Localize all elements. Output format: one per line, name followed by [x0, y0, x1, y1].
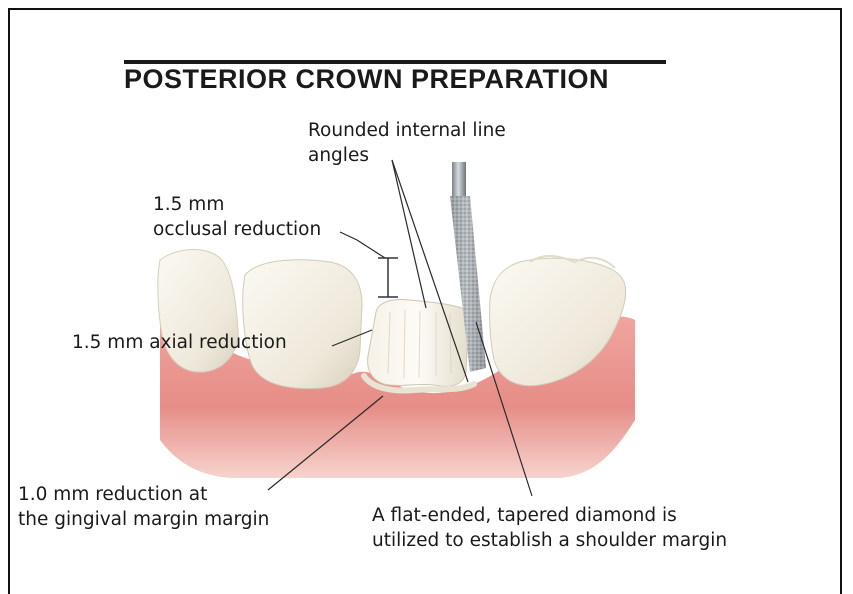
label-line: the gingival margin margin: [18, 507, 269, 532]
label-axial-reduction: 1.5 mm axial reduction: [72, 330, 287, 355]
label-line: occlusal reduction: [153, 217, 321, 242]
label-line: angles: [308, 143, 506, 168]
label-line: Rounded internal line: [308, 118, 506, 143]
left-premolar: [243, 260, 362, 389]
label-line: A flat-ended, tapered diamond is: [372, 503, 727, 528]
label-line: utilized to establish a shoulder margin: [372, 528, 727, 553]
label-line: 1.5 mm axial reduction: [72, 330, 287, 355]
label-internal-line-angles: Rounded internal line angles: [308, 118, 506, 168]
leader-internal-angle-1: [392, 160, 426, 308]
label-diamond-bur: A flat-ended, tapered diamond is utilize…: [372, 503, 727, 553]
leader-occlusal: [340, 232, 385, 258]
occlusal-reduction-bracket: [378, 258, 398, 297]
label-gingival-reduction: 1.0 mm reduction at the gingival margin …: [18, 482, 269, 532]
diagram-title: POSTERIOR CROWN PREPARATION: [124, 64, 684, 95]
label-line: 1.5 mm: [153, 192, 321, 217]
label-occlusal-reduction: 1.5 mm occlusal reduction: [153, 192, 321, 242]
label-line: 1.0 mm reduction at: [18, 482, 269, 507]
prepared-tooth: [368, 300, 469, 387]
